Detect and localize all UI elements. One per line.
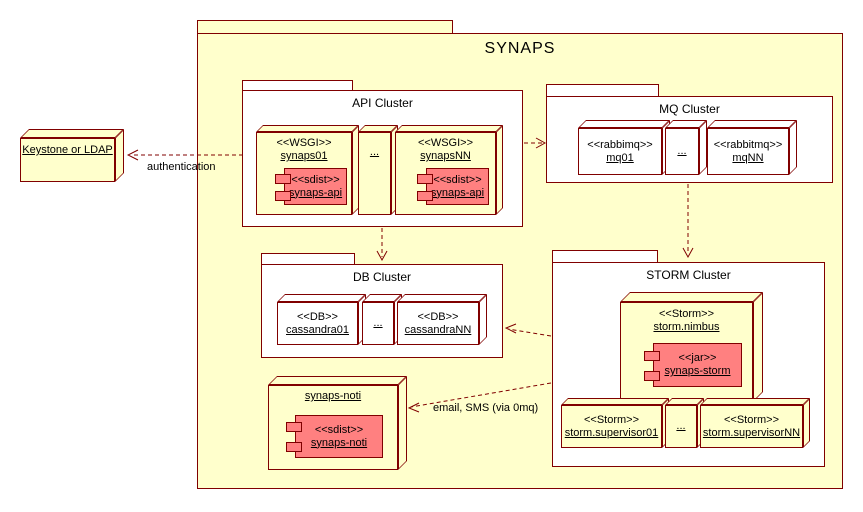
node-name: storm.supervisor01 — [564, 426, 659, 439]
component-synaps-storm: <<jar>> synaps-storm — [644, 343, 742, 387]
node-side-face — [803, 398, 810, 448]
node-mq-ellipsis: ... — [665, 120, 707, 175]
component-tab-icon — [286, 442, 302, 452]
node-mqNN: <<rabbitmq>> mqNN — [707, 120, 797, 175]
api-cluster-title: API Cluster — [352, 96, 413, 110]
node-front-face: <<rabbitmq>> mqNN — [707, 128, 789, 175]
node-top-face — [620, 292, 763, 302]
node-side-face — [398, 376, 407, 470]
component-stereotype: <<sdist>> — [314, 423, 364, 436]
node-front-face: <<DB>> cassandraNN — [397, 302, 479, 345]
component-stereotype: <<jar>> — [678, 352, 717, 364]
node-front-face: ... — [358, 132, 391, 215]
component-tab-icon — [417, 191, 433, 201]
node-stereotype: <<DB>> — [417, 310, 459, 323]
component-tab-icon — [275, 174, 291, 184]
component-name: synaps-api — [430, 186, 485, 199]
node-name: synapsNN — [420, 150, 471, 162]
node-top-face — [277, 294, 366, 302]
node-name: storm.supervisorNN — [702, 426, 801, 439]
node-side-face — [479, 294, 487, 345]
node-front-face: Keystone or LDAP — [20, 138, 115, 182]
node-top-face — [700, 398, 810, 405]
node-name: ... — [677, 145, 687, 157]
node-stereotype: <<Storm>> — [583, 413, 640, 426]
node-front-face: <<DB>> cassandra01 — [277, 302, 358, 345]
node-side-face — [789, 120, 797, 175]
component-tab-icon — [286, 422, 302, 432]
component-synaps-api-2: <<sdist>> synaps-api — [417, 168, 489, 205]
node-db-ellipsis: ... — [362, 294, 402, 345]
node-name: Keystone or LDAP — [22, 144, 113, 156]
component-stereotype: <<sdist>> — [433, 173, 482, 186]
node-side-face — [496, 125, 503, 215]
component-name: synaps-api — [288, 186, 343, 199]
node-stereotype: <<DB>> — [297, 310, 338, 323]
node-stereotype: <<rabbitmq>> — [713, 138, 783, 151]
component-synaps-api-1: <<sdist>> synaps-api — [275, 168, 347, 205]
node-cassandra01: <<DB>> cassandra01 — [277, 294, 366, 345]
node-top-face — [707, 120, 797, 128]
node-cassandraNN: <<DB>> cassandraNN — [397, 294, 487, 345]
node-mq01: <<rabbimq>> mq01 — [578, 120, 670, 175]
node-stereotype: <<WSGI>> — [276, 137, 332, 149]
node-name: synaps01 — [280, 150, 328, 162]
node-side-face — [115, 129, 124, 182]
node-side-face — [753, 292, 763, 402]
node-stereotype: <<Storm>> — [658, 308, 715, 320]
node-top-face — [268, 376, 407, 385]
component-tab-icon — [644, 351, 660, 361]
node-top-face — [578, 120, 670, 128]
edge-label-email-sms: email, SMS (via 0mq) — [433, 402, 539, 414]
node-top-face — [395, 125, 503, 132]
edge-label-authentication: authentication — [147, 161, 216, 173]
node-stereotype: <<WSGI>> — [417, 137, 474, 149]
node-storm-supervisor01: <<Storm>> storm.supervisor01 — [561, 398, 669, 448]
node-api-ellipsis: ... — [358, 125, 398, 215]
node-side-face — [699, 120, 707, 175]
node-stereotype: <<Storm>> — [723, 413, 780, 426]
component-tab-icon — [644, 371, 660, 381]
node-name: ... — [676, 420, 686, 432]
node-top-face — [256, 125, 359, 132]
storm-cluster-title: STORM Cluster — [646, 268, 731, 282]
node-front-face: <<Storm>> storm.supervisorNN — [700, 405, 803, 448]
component-synaps-noti: <<sdist>> synaps-noti — [286, 415, 383, 458]
node-top-face — [561, 398, 669, 405]
node-front-face: <<Storm>> storm.supervisor01 — [561, 405, 662, 448]
node-name: synaps-noti — [304, 390, 362, 402]
db-cluster-title: DB Cluster — [352, 270, 411, 284]
node-top-face — [20, 129, 124, 138]
node-name: mq01 — [606, 151, 634, 164]
node-name: ... — [373, 317, 383, 329]
mq-cluster-title: MQ Cluster — [659, 102, 720, 116]
component-name: synaps-storm — [664, 365, 731, 377]
node-name: mqNN — [732, 151, 764, 164]
node-front-face: ... — [362, 302, 394, 345]
node-name: cassandraNN — [404, 323, 472, 336]
synaps-package-title: SYNAPS — [484, 40, 556, 57]
node-front-face: ... — [665, 405, 697, 448]
node-name: cassandra01 — [286, 323, 349, 336]
component-tab-icon — [417, 174, 433, 184]
arrowhead-authentication — [126, 149, 139, 161]
node-name: ... — [369, 146, 380, 158]
component-stereotype: <<sdist>> — [291, 173, 340, 186]
node-storm-supervisorNN: <<Storm>> storm.supervisorNN — [700, 398, 810, 448]
node-name: storm.nimbus — [653, 321, 720, 333]
node-front-face: <<rabbimq>> mq01 — [578, 128, 662, 175]
component-tab-icon — [275, 191, 291, 201]
node-front-face: ... — [665, 128, 699, 175]
component-name: synaps-noti — [310, 436, 368, 449]
node-keystone-ldap: Keystone or LDAP — [20, 129, 124, 182]
synaps-package-tab — [197, 20, 453, 34]
node-storm-ellipsis: ... — [665, 398, 704, 448]
node-top-face — [397, 294, 487, 302]
node-stereotype: <<rabbimq>> — [587, 138, 653, 151]
